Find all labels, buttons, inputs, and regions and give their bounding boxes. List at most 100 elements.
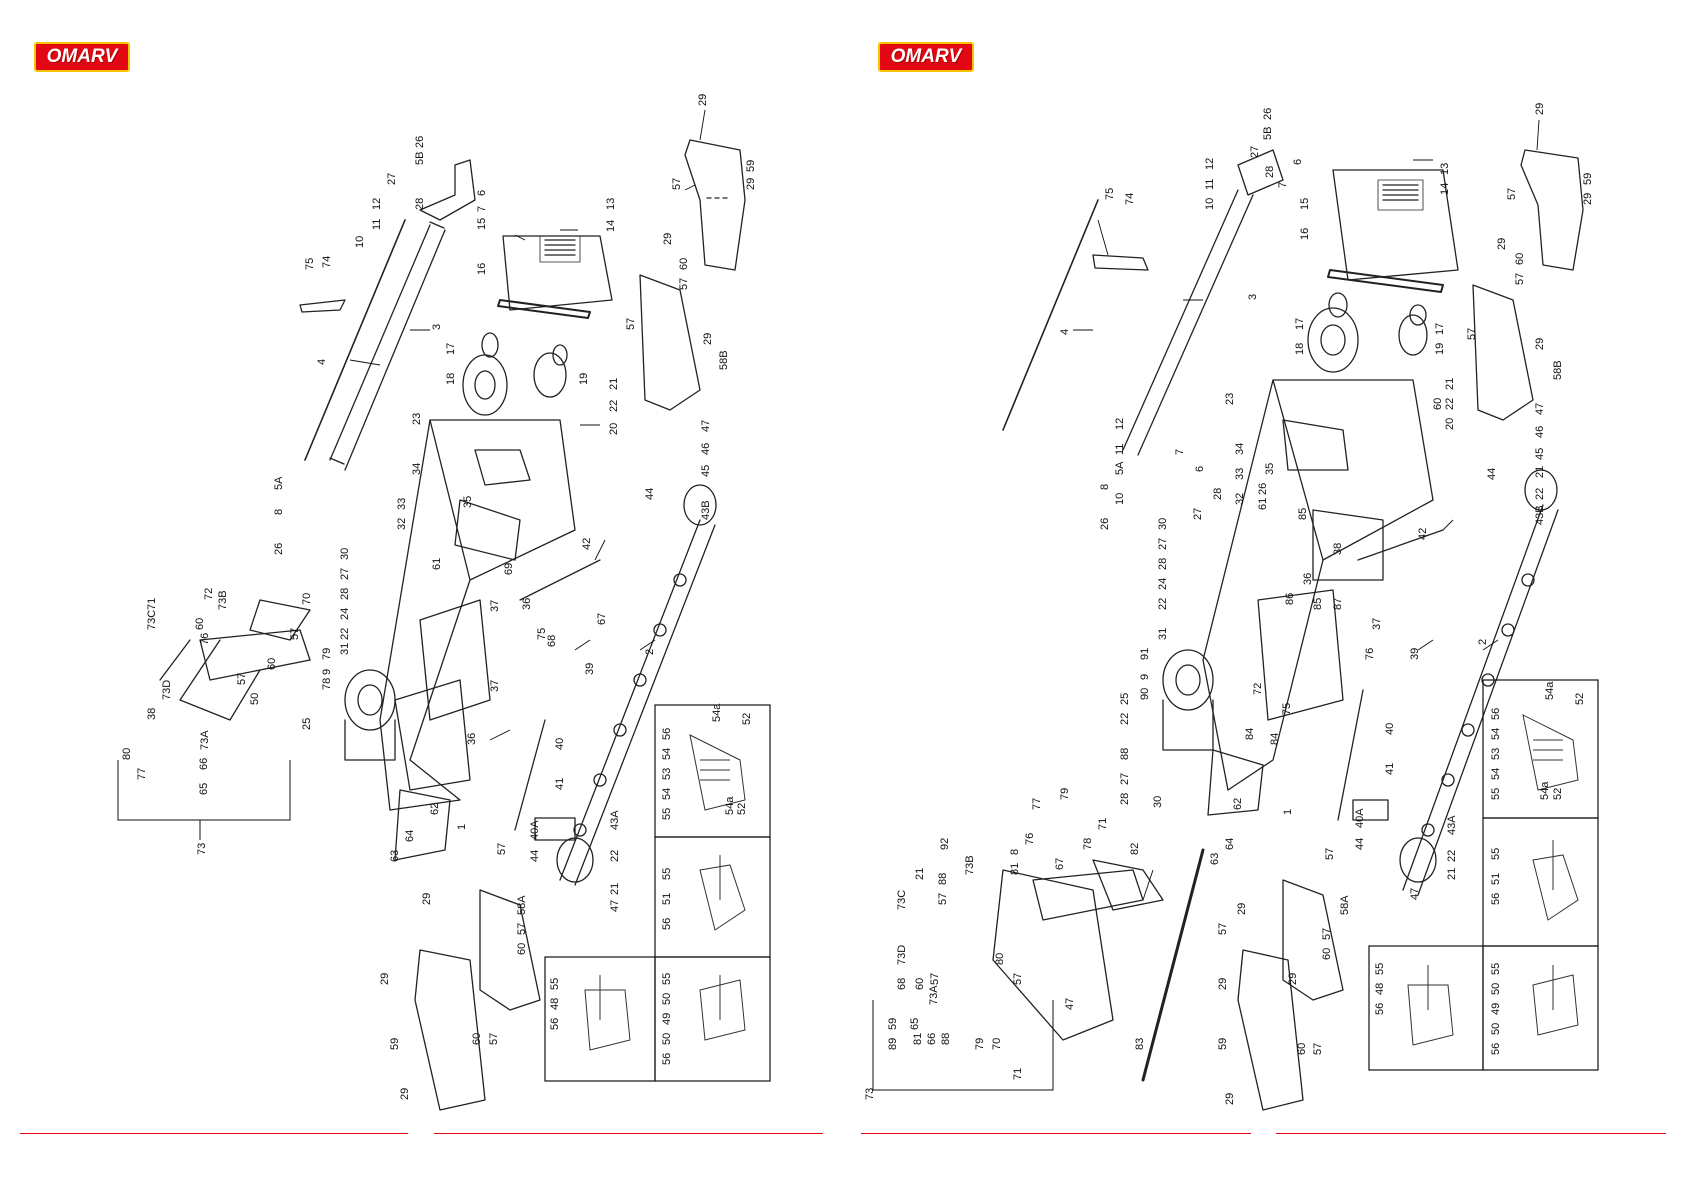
- right-page: OMARV: [843, 0, 1685, 1192]
- label: 34: [1234, 443, 1246, 455]
- label: 41: [554, 778, 566, 790]
- label: 14: [1439, 183, 1451, 195]
- label: 57: [1506, 188, 1518, 200]
- label: 24: [339, 608, 351, 620]
- label: 85: [1297, 508, 1309, 520]
- label: 55: [1490, 788, 1502, 800]
- label: 10: [1204, 198, 1216, 210]
- label: 55: [661, 808, 673, 820]
- label: 49: [1490, 1003, 1502, 1015]
- label: 21: [1444, 378, 1456, 390]
- label: 7: [476, 206, 488, 212]
- label: 39: [584, 663, 596, 675]
- label: 50: [1490, 983, 1502, 995]
- label: 29: [702, 333, 714, 345]
- label: 76: [1364, 648, 1376, 660]
- label: 58A: [1339, 895, 1351, 915]
- label: 62: [1232, 798, 1244, 810]
- label: 70: [301, 593, 313, 605]
- label: 28: [339, 588, 351, 600]
- label: 57: [1312, 1043, 1324, 1055]
- label: 61: [1257, 498, 1269, 510]
- label: 86: [1284, 593, 1296, 605]
- assembly-73-bracket: [872, 1000, 1054, 1091]
- blade-inset-frame: [544, 704, 771, 1082]
- label: 57: [1321, 928, 1333, 940]
- label: 57: [289, 628, 301, 640]
- label: 29: [1534, 103, 1546, 115]
- label: 66: [926, 1033, 938, 1045]
- label: 29: [379, 973, 391, 985]
- label: 16: [1299, 228, 1311, 240]
- label: 57: [1324, 848, 1336, 860]
- label: 12: [1114, 418, 1126, 430]
- label: 60: [1321, 948, 1333, 960]
- label: 50: [1490, 1023, 1502, 1035]
- label: 5A: [273, 476, 285, 490]
- label: 50: [249, 693, 261, 705]
- label: 38: [146, 708, 158, 720]
- label: 75: [304, 258, 316, 270]
- label: 25: [1119, 693, 1131, 705]
- footer-rule-right: [434, 1133, 823, 1134]
- label: 20: [1444, 418, 1456, 430]
- label: 57: [236, 673, 248, 685]
- label: 22: [1534, 488, 1546, 500]
- label: 27: [339, 568, 351, 580]
- label: 30: [1157, 518, 1169, 530]
- label: 28: [1119, 793, 1131, 805]
- label: 57: [1012, 973, 1024, 985]
- label: 88: [940, 1033, 952, 1045]
- label: 47: [609, 900, 621, 912]
- label: 68: [546, 635, 558, 647]
- label: 54a: [1539, 781, 1551, 800]
- label: 31: [1157, 628, 1169, 640]
- label: 56: [1490, 1043, 1502, 1055]
- label: 37: [1371, 618, 1383, 630]
- label: 48: [1374, 983, 1386, 995]
- label: 63: [1209, 853, 1221, 865]
- label: 79: [974, 1038, 986, 1050]
- label: 63: [389, 850, 401, 862]
- label: 29: [1496, 238, 1508, 250]
- label: 44: [529, 850, 541, 862]
- leader-lines: [349, 109, 706, 741]
- label: 19: [578, 373, 590, 385]
- label: 53: [661, 768, 673, 780]
- label: 21: [914, 868, 926, 880]
- part-labels: 29 57 29 59 14 13 15 16 7 6 5B 26 27 28 …: [121, 94, 757, 1100]
- label: 17: [1294, 318, 1306, 330]
- label: 23: [411, 413, 423, 425]
- label: 82: [1129, 843, 1141, 855]
- label: 18: [445, 373, 457, 385]
- label: 57: [929, 973, 941, 985]
- label: 29: [1236, 903, 1248, 915]
- label: 56: [1490, 893, 1502, 905]
- label: 4: [316, 359, 328, 365]
- label: 27: [1192, 508, 1204, 520]
- label: 88: [937, 873, 949, 885]
- label: 1: [1282, 809, 1294, 815]
- label: 74: [321, 256, 333, 268]
- label: 24: [1157, 578, 1169, 590]
- label: 6: [476, 190, 488, 196]
- label: 27: [1249, 146, 1261, 158]
- label: 54a: [711, 703, 723, 722]
- diagram-drawing: [159, 139, 746, 1111]
- label: 29: [745, 178, 757, 190]
- label: 27: [1119, 773, 1131, 785]
- label: 57: [671, 178, 683, 190]
- label: 22: [1444, 398, 1456, 410]
- label: 52: [741, 713, 753, 725]
- label: 81: [912, 1033, 924, 1045]
- label: 36: [521, 598, 533, 610]
- label: 85: [1312, 598, 1324, 610]
- label: 1: [456, 824, 468, 830]
- label: 56: [661, 728, 673, 740]
- label: 40A: [529, 820, 541, 840]
- label: 21: [609, 883, 621, 895]
- label: 22: [339, 628, 351, 640]
- label: 68: [896, 978, 908, 990]
- label: 64: [404, 830, 416, 842]
- label: 11: [1114, 444, 1126, 455]
